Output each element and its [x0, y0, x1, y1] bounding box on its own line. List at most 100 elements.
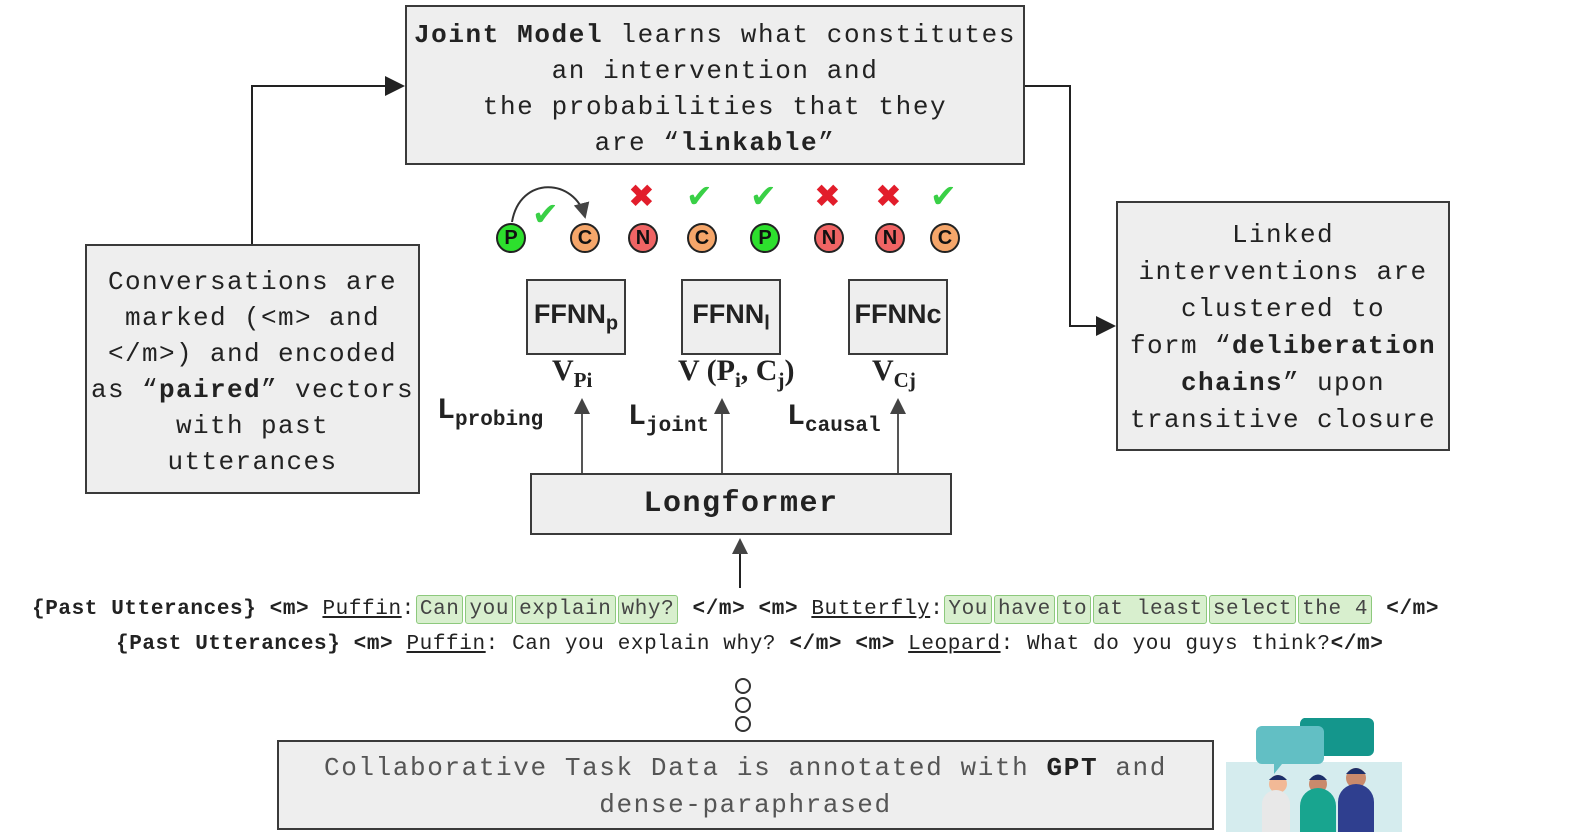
m-close-tag: </m>	[789, 633, 843, 656]
token: at least	[1093, 595, 1207, 624]
past-utterances-label: {Past Utterances}	[116, 633, 341, 656]
ffnn-l-sub: l	[764, 312, 770, 335]
top-box-line1: learns what constitutes	[603, 20, 1017, 50]
chains-label: chains	[1180, 368, 1283, 398]
cross-icon: ✖	[814, 177, 841, 215]
cross-icon: ✖	[628, 177, 655, 215]
vertical-ellipsis-icon	[735, 678, 751, 735]
m-close-tag: </m>	[692, 598, 746, 621]
check-icon: ✔	[750, 177, 777, 215]
token: why?	[617, 595, 679, 624]
node-p-1: P	[496, 223, 526, 253]
left-box-line5: with past	[175, 411, 330, 441]
left-box-line3: </m>) and encoded	[107, 339, 398, 369]
vector-pair-end: )	[784, 354, 795, 387]
utterance-text-2: : What do you guys think?	[1000, 633, 1331, 656]
ffnn-l-base: FFNN	[692, 299, 765, 329]
token: Can	[415, 595, 464, 624]
past-utterances-label: {Past Utterances}	[32, 598, 257, 621]
token: select	[1208, 595, 1297, 624]
ffnn-c-base: FFNNc	[854, 299, 942, 329]
vector-pair-mid: , C	[740, 354, 778, 387]
left-box-line4-pre: as “	[90, 375, 159, 405]
loss-causal-sub: causal	[805, 415, 881, 438]
joint-model-box: Joint Model learns what constitutes an i…	[405, 5, 1025, 165]
loss-joint: Ljoint	[628, 400, 709, 438]
conversations-box: Conversations are marked (<m> and </m>) …	[85, 244, 420, 494]
top-box-line3: the probabilities that they	[482, 92, 948, 122]
right-box-line6: transitive closure	[1129, 405, 1437, 435]
token: the 4	[1298, 595, 1373, 624]
speaker-leopard: Leopard	[908, 633, 1001, 656]
utterance-line-2: {Past Utterances} <m> Puffin: Can you ex…	[116, 633, 1383, 656]
speaker-puffin: Puffin	[322, 598, 402, 621]
vector-pi-cj: V (Pi, Cj)	[678, 354, 794, 393]
m-open-tag: <m>	[758, 598, 799, 621]
m-close-tag: </m>	[1330, 633, 1384, 656]
ellipsis-dot	[735, 697, 751, 713]
arrow-left-to-top	[251, 76, 405, 244]
ellipsis-dot	[735, 716, 751, 732]
check-icon: ✔	[686, 177, 713, 215]
node-n-2: N	[814, 223, 844, 253]
right-box-line4-pre: form “	[1129, 331, 1232, 361]
vector-pair-sub-i: i	[734, 368, 741, 392]
check-icon: ✔	[930, 177, 957, 215]
loss-probing-base: L	[437, 394, 456, 428]
vector-cj-sub: Cj	[893, 368, 916, 392]
cross-icon: ✖	[875, 177, 902, 215]
node-c-3: C	[930, 223, 960, 253]
gpt-label: GPT	[1046, 753, 1099, 783]
vector-pi: VPi	[552, 354, 592, 393]
right-box-line2: interventions are	[1138, 257, 1428, 287]
right-box-line1: Linked	[1231, 220, 1334, 250]
bottom-box-line2: dense-paraphrased	[599, 790, 892, 820]
node-c-2: C	[687, 223, 717, 253]
utterance-text-1: : Can you explain why?	[485, 633, 790, 656]
node-n-3: N	[875, 223, 905, 253]
top-box-line2: an intervention and	[551, 56, 879, 86]
check-icon: ✔	[532, 195, 559, 233]
left-box-line4-post: ” vectors	[261, 375, 415, 405]
loss-causal: Lcausal	[787, 400, 881, 438]
ffnn-l-box: FFNNl	[681, 279, 781, 355]
top-box-line4-pre: are “	[594, 128, 681, 158]
m-open-tag: <m>	[855, 633, 895, 656]
people-discussion-illustration	[1226, 718, 1402, 832]
token: have	[994, 595, 1055, 624]
right-box-line5-post: ” upon	[1283, 368, 1386, 398]
paired-label: paired	[158, 375, 261, 405]
loss-joint-base: L	[628, 400, 647, 434]
vector-pi-sub: Pi	[573, 368, 593, 392]
task-data-box: Collaborative Task Data is annotated wit…	[277, 740, 1214, 830]
colon-2: :	[930, 598, 944, 621]
token: You	[944, 595, 992, 624]
node-n-1: N	[628, 223, 658, 253]
loss-probing: Lprobing	[437, 394, 543, 432]
vector-cj: VCj	[872, 354, 916, 393]
node-p-2: P	[750, 223, 780, 253]
token: to	[1056, 595, 1092, 624]
right-box-line3: clustered to	[1180, 294, 1386, 324]
node-c-1: C	[570, 223, 600, 253]
speaker-butterfly: Butterfly	[811, 598, 931, 621]
m-open-tag: <m>	[353, 633, 394, 656]
m-open-tag: <m>	[269, 598, 310, 621]
longformer-box: Longformer	[530, 473, 952, 535]
m-close-tag: </m>	[1386, 598, 1440, 621]
ffnn-p-base: FFNN	[533, 299, 606, 329]
loss-causal-base: L	[787, 400, 806, 434]
bottom-box-pre: Collaborative Task Data is annotated wit…	[324, 753, 1047, 783]
arrow-top-to-right	[1025, 85, 1116, 336]
vector-pi-base: V	[552, 354, 574, 387]
ellipsis-dot	[735, 678, 751, 694]
left-box-line2: marked (<m> and	[124, 303, 381, 333]
loss-probing-sub: probing	[455, 409, 544, 432]
joint-model-title: Joint Model	[413, 20, 604, 50]
deliberation-label: deliberation	[1231, 331, 1437, 361]
linked-interventions-box: Linked interventions are clustered to fo…	[1116, 201, 1450, 451]
ffnn-p-box: FFNNp	[526, 279, 626, 355]
vector-pair-base: V (P	[678, 354, 735, 387]
